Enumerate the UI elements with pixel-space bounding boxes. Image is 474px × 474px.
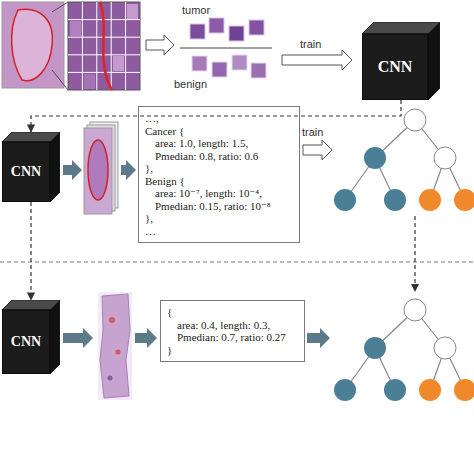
grid-line xyxy=(82,2,83,90)
feature-line: { xyxy=(167,306,298,319)
feature-line: Pmedian: 0.15, ratio: 10⁻⁸ xyxy=(145,200,293,213)
feature-line: } xyxy=(167,344,298,357)
tissue-cell xyxy=(84,74,95,89)
dashed-arrow xyxy=(414,216,415,286)
class-label: benign xyxy=(174,78,207,90)
tumor-region xyxy=(88,140,108,200)
cube-side xyxy=(50,132,60,202)
tree-branches xyxy=(345,120,465,200)
slide-image xyxy=(98,292,132,400)
zoom-line xyxy=(52,2,68,12)
block-arrow xyxy=(135,328,157,348)
slide-image xyxy=(84,128,112,214)
dashed-connector xyxy=(30,202,31,300)
dashed-connector xyxy=(31,100,401,132)
cnn-label: CNN xyxy=(378,58,413,76)
feature-line: area: 0.4, length: 0.3, xyxy=(167,319,298,332)
cnn-label: CNN xyxy=(11,164,41,180)
tumor-patch xyxy=(229,26,244,41)
feature-line: … xyxy=(145,225,293,238)
dashed-separator xyxy=(0,262,474,263)
tree-node xyxy=(364,337,386,359)
benign-patch xyxy=(192,56,207,71)
zoom-panel xyxy=(68,2,140,90)
feature-line: Pmedian: 0.8, ratio: 0.6 xyxy=(145,150,293,163)
tree-node xyxy=(404,299,426,321)
tissue-spot xyxy=(116,350,121,355)
tree-node xyxy=(334,189,356,211)
feature-line: Benign { xyxy=(145,175,293,188)
benign-patch xyxy=(251,63,266,78)
grid-line xyxy=(96,2,97,90)
separator-line xyxy=(180,48,272,49)
hollow-arrow xyxy=(282,50,352,70)
hollow-arrow xyxy=(146,35,174,55)
arrow-head xyxy=(411,284,419,292)
tumor-patch xyxy=(249,20,264,35)
tree-node xyxy=(434,147,456,169)
feature-line: }, xyxy=(145,212,293,225)
patch-grid xyxy=(68,2,140,90)
cnn-label: CNN xyxy=(11,334,41,350)
tree-node xyxy=(419,379,441,401)
cnn-block: CNN xyxy=(2,132,60,202)
feature-line: Cancer { xyxy=(145,125,293,138)
cube-front xyxy=(2,142,50,202)
tree-node xyxy=(434,337,456,359)
cube-label-area: CNN xyxy=(362,34,428,100)
block-arrow xyxy=(307,328,330,348)
feature-box: {area: 0.4, length: 0.3,Pmedian: 0.7, ra… xyxy=(160,300,305,362)
tree-node xyxy=(334,379,356,401)
tree-node xyxy=(454,379,474,401)
block-arrow xyxy=(63,160,82,180)
feature-line: }, xyxy=(145,162,293,175)
tree-node xyxy=(384,189,406,211)
tree-node xyxy=(404,109,426,131)
tree-node xyxy=(384,379,406,401)
cube-front xyxy=(2,310,50,374)
tumor-outline xyxy=(12,9,53,80)
tissue-cell xyxy=(70,21,81,36)
class-label: tumor xyxy=(182,4,210,16)
tissue-strip xyxy=(100,294,130,398)
tree-node xyxy=(419,189,441,211)
feature-line: Pmedian: 0.7, ratio: 0.27 xyxy=(167,331,298,344)
cube-side xyxy=(428,22,440,100)
tree-node xyxy=(364,147,386,169)
tissue-spot xyxy=(109,317,115,323)
block-arrow xyxy=(121,160,136,180)
benign-patch xyxy=(232,55,247,70)
tissue-cell xyxy=(113,56,124,71)
tree-node xyxy=(454,189,474,211)
step-label: train xyxy=(302,126,323,138)
tumor-patch xyxy=(190,24,205,39)
grid-line xyxy=(111,2,112,90)
slide-thumbnail xyxy=(2,2,64,88)
cube-top xyxy=(362,22,440,34)
tissue-cell xyxy=(127,4,138,19)
cnn-block: CNN xyxy=(362,22,440,100)
feature-box: …,Cancer {area: 1.0, length: 1.5,Pmedian… xyxy=(138,106,300,243)
zoom-line xyxy=(52,70,68,90)
hollow-arrow xyxy=(303,140,332,160)
cube-label-area: CNN xyxy=(2,310,50,374)
tree-branches xyxy=(345,310,465,390)
block-arrow xyxy=(63,328,93,348)
cube-side xyxy=(50,300,60,374)
step-label: train xyxy=(300,38,321,50)
tumor-boundary xyxy=(100,2,112,90)
feature-line: …, xyxy=(145,112,293,125)
tissue-spot xyxy=(108,376,113,381)
feature-line: area: 1.0, length: 1.5, xyxy=(145,137,293,150)
cnn-block: CNN xyxy=(2,300,60,374)
cube-front xyxy=(362,34,428,100)
tumor-patch xyxy=(209,18,224,33)
grid-line xyxy=(125,2,126,90)
feature-line: area: 10⁻⁷, length: 10⁻⁴, xyxy=(145,187,293,200)
benign-patch xyxy=(212,62,227,77)
cube-label-area: CNN xyxy=(2,142,50,202)
